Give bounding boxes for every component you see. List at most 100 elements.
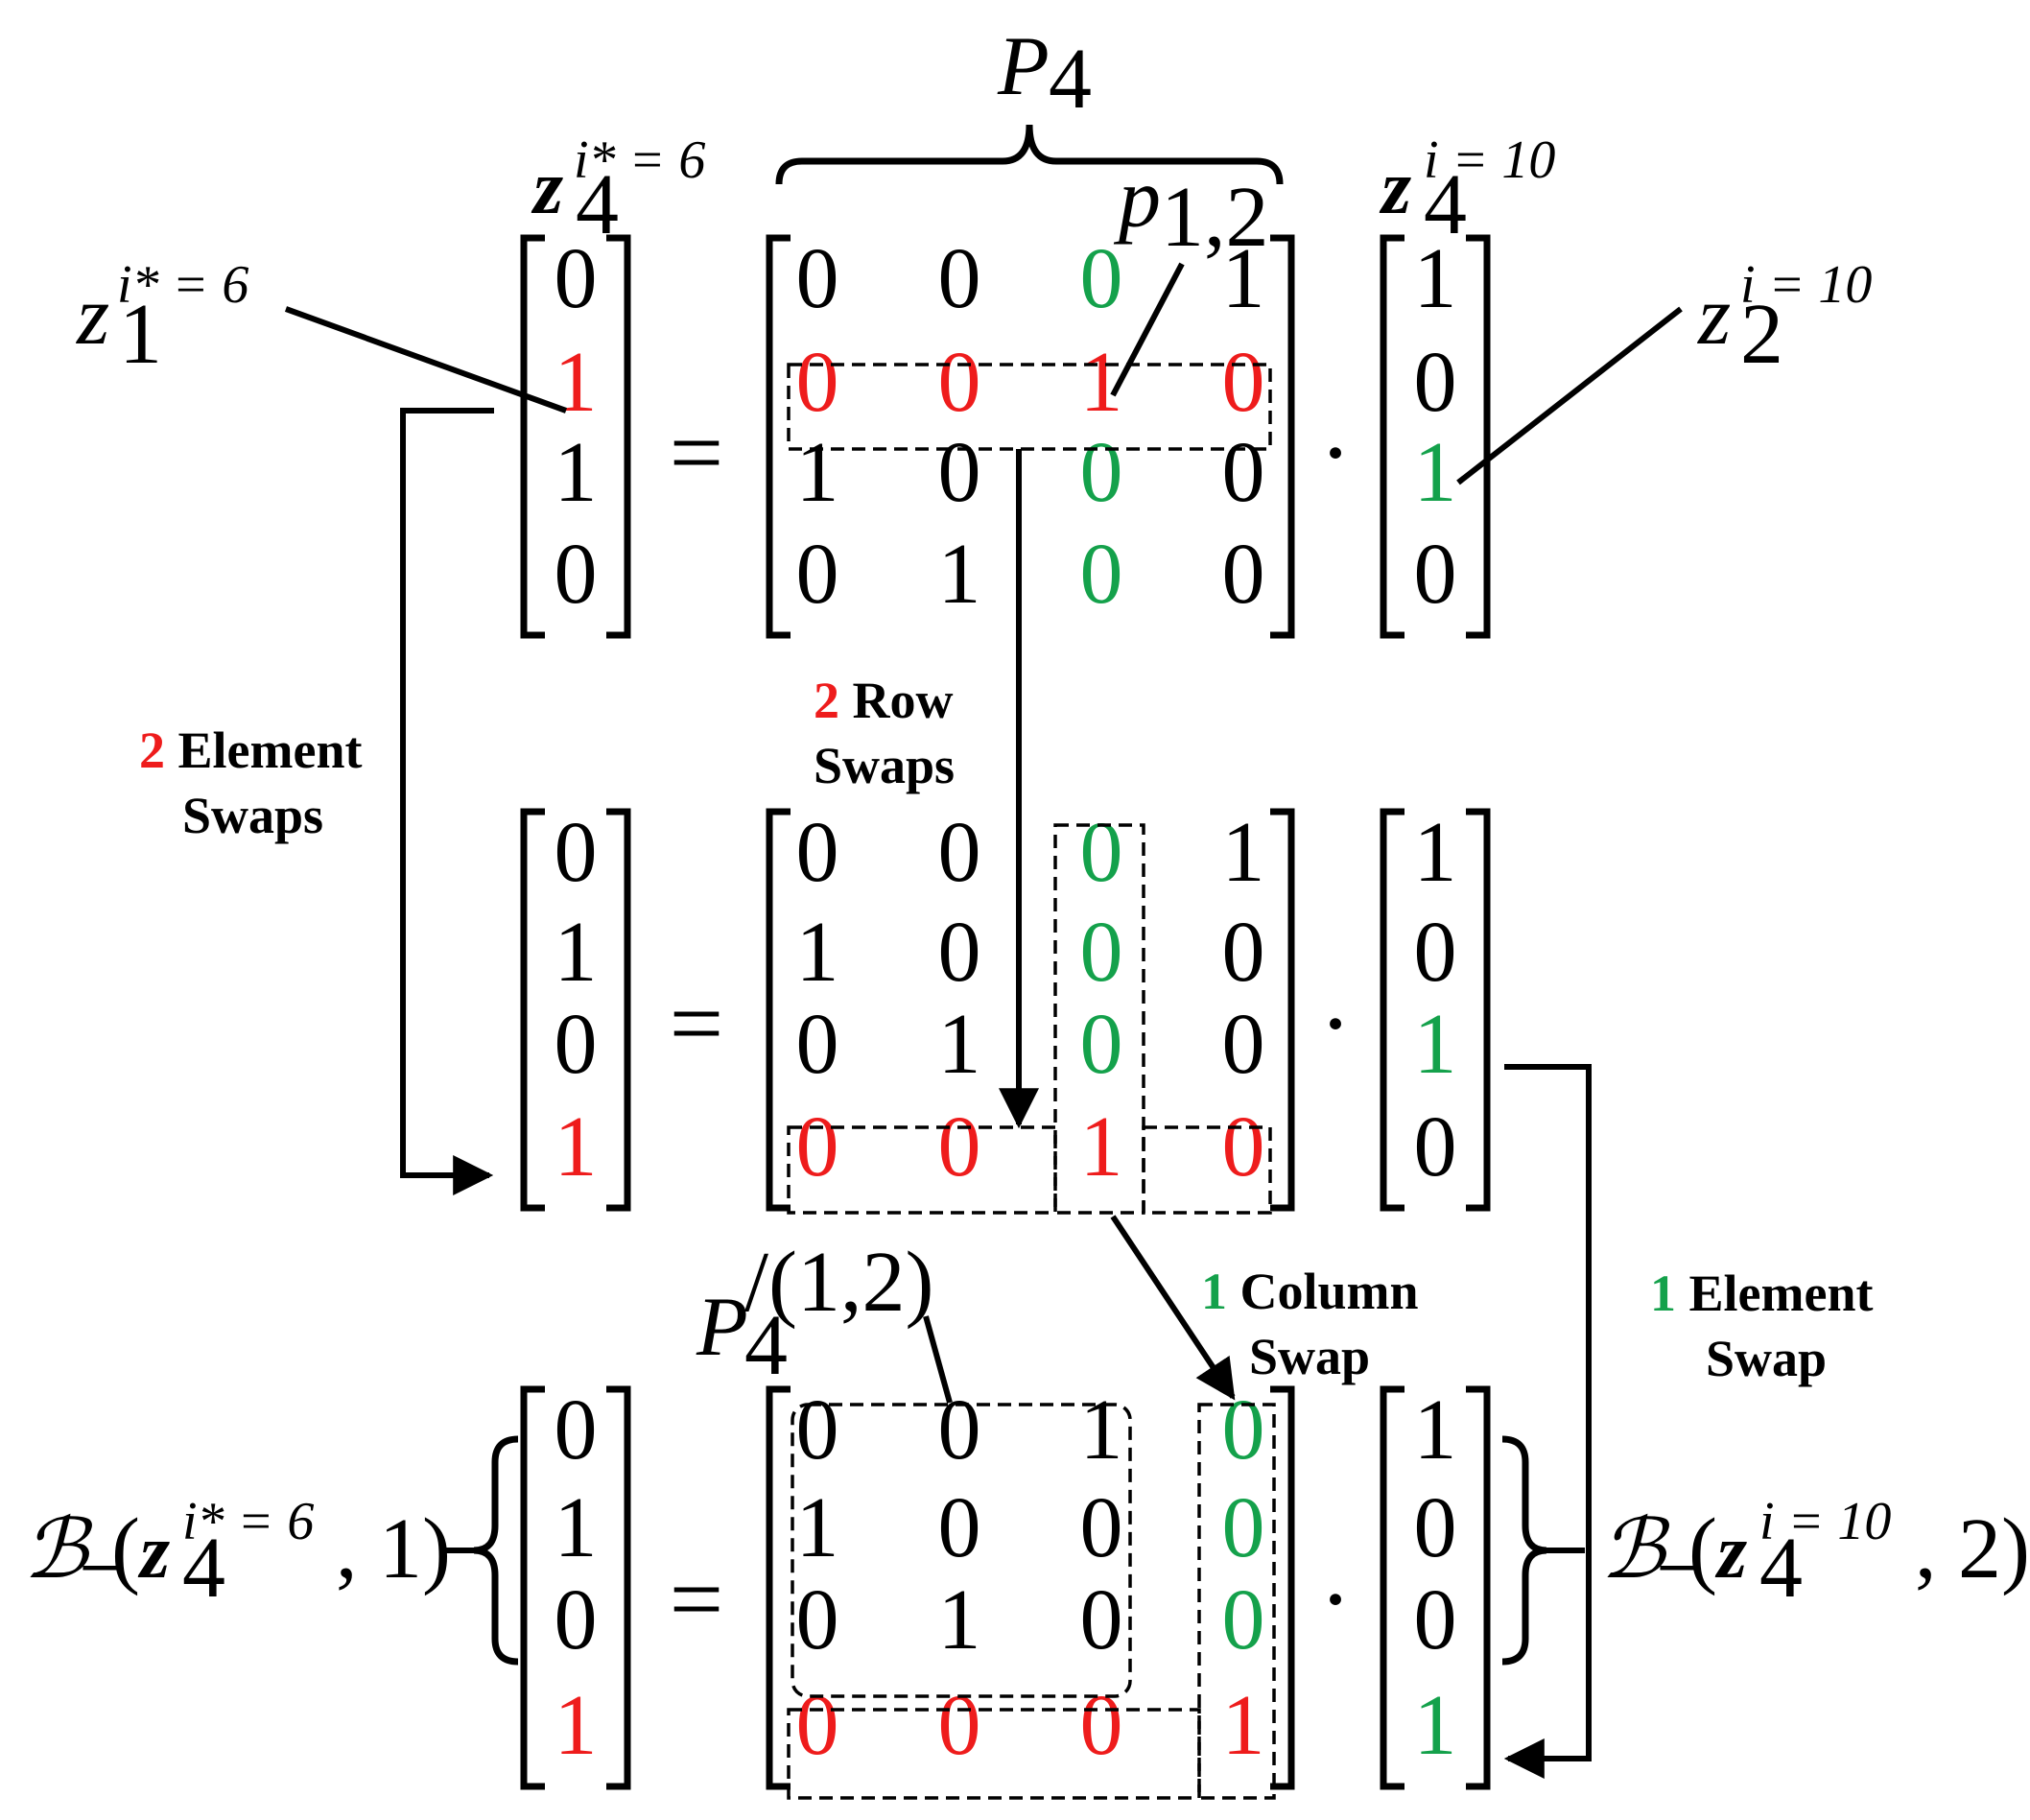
row1-matrix-entry: 0 [1080, 425, 1123, 520]
svg-text:z: z [76, 270, 109, 363]
row3-matrix-brackets [766, 1385, 1295, 1790]
svg-text:P: P [997, 20, 1050, 113]
row2-lhs-brackets [520, 808, 631, 1212]
row1-matrix-entry: 0 [1080, 231, 1123, 326]
row2-column-box [1053, 823, 1145, 1215]
svg-text:−: − [79, 1521, 128, 1616]
row2-rhs-entry: 0 [1414, 905, 1457, 1000]
row1-rhs-entry: 1 [1414, 231, 1457, 326]
row3-matrix-entry: 1 [796, 1480, 839, 1575]
label-p12: p 1,2 [1113, 153, 1269, 265]
svg-text:z: z [1714, 1510, 1747, 1595]
svg-text:1 Column: 1 Column [1201, 1263, 1419, 1320]
svg-text:i = 10: i = 10 [1740, 255, 1872, 315]
row3-lhs-entry: 1 [555, 1678, 598, 1773]
row2-matrix-entry: 0 [1222, 1099, 1265, 1194]
row2-matrix-entry: 1 [796, 905, 839, 1000]
row3-matrix-entry: 0 [1080, 1678, 1123, 1773]
svg-text:ℬ: ℬ [1600, 1503, 1670, 1595]
row1-lhs-brackets [520, 234, 631, 639]
row2-matrix-entry: 0 [1080, 997, 1123, 1092]
row3-lhs-brackets [520, 1385, 631, 1790]
row1-lhs-entry: 0 [555, 527, 598, 622]
row3-matrix-entry: 0 [1222, 1383, 1265, 1477]
row3-lhs-entry: 0 [555, 1572, 598, 1667]
row1-lhs-entry: 1 [555, 425, 598, 520]
row2-matrix-entry: 0 [1080, 805, 1123, 900]
row2-rhs-entry: 1 [1414, 805, 1457, 900]
row2-matrix-entry: 0 [796, 805, 839, 900]
row2-dot-operator: · [1319, 970, 1351, 1076]
row1-matrix-entry: 0 [796, 335, 839, 430]
z2-pointer-line [1456, 306, 1683, 485]
row2-matrix-entry: 0 [1222, 997, 1265, 1092]
row3-matrix-entry: 0 [796, 1572, 839, 1667]
svg-text:2: 2 [1740, 287, 1783, 382]
row3-matrix-entry: 0 [1222, 1572, 1265, 1667]
row3-matrix-entry: 0 [938, 1383, 981, 1477]
label-b-left: ℬ − ( z 4 i* = 6 , 1) [23, 1492, 451, 1616]
row3-rhs-entry: 0 [1414, 1572, 1457, 1667]
svg-text:, 1): , 1) [336, 1501, 451, 1596]
svg-text:ℬ: ℬ [23, 1503, 93, 1595]
row1-matrix-entry: 1 [796, 425, 839, 520]
annotation-row-swaps: 2 Row Swaps [814, 672, 955, 794]
row3-matrix-entry: 1 [938, 1572, 981, 1667]
svg-text:i = 10: i = 10 [1424, 130, 1555, 190]
row2-equals-sign: = [670, 970, 723, 1076]
row2-rhs-entry: 0 [1414, 1099, 1457, 1194]
annotation-column-swap: 1 Column Swap [1201, 1263, 1419, 1385]
label-z1-star: z 1 i* = 6 [76, 255, 248, 382]
row2-matrix-entry: 0 [796, 997, 839, 1092]
annotation-element-swaps: 2 Element Swaps [139, 721, 362, 844]
svg-text:z: z [531, 146, 563, 230]
row1-matrix-entry: 1 [1080, 335, 1123, 430]
z1-pointer-line [284, 306, 568, 414]
row3-rhs-entry: 0 [1414, 1480, 1457, 1575]
row2-lhs-entry: 1 [555, 905, 598, 1000]
row2-matrix-entry: 0 [1222, 905, 1265, 1000]
row3-lhs-entry: 1 [555, 1480, 598, 1575]
row1-matrix-brackets [766, 234, 1295, 639]
svg-text:Swaps: Swaps [182, 787, 323, 844]
svg-text:/(1,2): /(1,2) [744, 1235, 933, 1330]
row2-matrix-entry: 1 [1080, 1099, 1123, 1194]
row1-selection-box [787, 363, 1272, 451]
row3-matrix-entry: 0 [1080, 1480, 1123, 1575]
svg-text:1,2: 1,2 [1161, 170, 1269, 265]
row2-rhs-entry: 1 [1414, 997, 1457, 1092]
left-brace [473, 1435, 519, 1666]
svg-text:i* = 6: i* = 6 [574, 130, 705, 190]
p12-pointer-line [1110, 262, 1185, 397]
row1-equals-sign: = [670, 399, 723, 506]
row3-rhs-brackets [1380, 1385, 1491, 1790]
row2-lhs-entry: 1 [555, 1099, 598, 1194]
row1-lhs-entry: 1 [555, 335, 598, 430]
svg-text:i* = 6: i* = 6 [117, 255, 248, 315]
svg-text:2 Row: 2 Row [814, 672, 954, 729]
svg-text:p: p [1113, 153, 1161, 246]
svg-text:, 2): , 2) [1915, 1501, 2030, 1596]
svg-text:z: z [137, 1510, 170, 1595]
row2-matrix-entry: 0 [796, 1099, 839, 1194]
svg-text:4: 4 [182, 1521, 225, 1616]
row2-matrix-entry: 0 [938, 805, 981, 900]
submatrix-box [791, 1403, 1132, 1698]
svg-text:z: z [1697, 270, 1731, 363]
row3-row-box [787, 1708, 1201, 1800]
svg-text:2 Element: 2 Element [139, 721, 362, 779]
row3-column-box [1197, 1403, 1276, 1800]
row2-lhs-entry: 0 [555, 997, 598, 1092]
label-z2-i10: z 2 i = 10 [1697, 255, 1872, 382]
row3-dot-operator: · [1319, 1546, 1351, 1652]
svg-text:Swap: Swap [1249, 1328, 1370, 1385]
svg-text:(: ( [1688, 1501, 1717, 1596]
label-z4-star: z 4 i* = 6 [531, 130, 705, 252]
svg-text:4: 4 [576, 157, 619, 252]
svg-text:4: 4 [1049, 32, 1092, 127]
row1-matrix-entry: 0 [1222, 335, 1265, 430]
label-p4-12: P 4 /(1,2) [696, 1235, 933, 1393]
right-brace [1501, 1435, 1547, 1666]
row1-matrix-entry: 0 [796, 527, 839, 622]
